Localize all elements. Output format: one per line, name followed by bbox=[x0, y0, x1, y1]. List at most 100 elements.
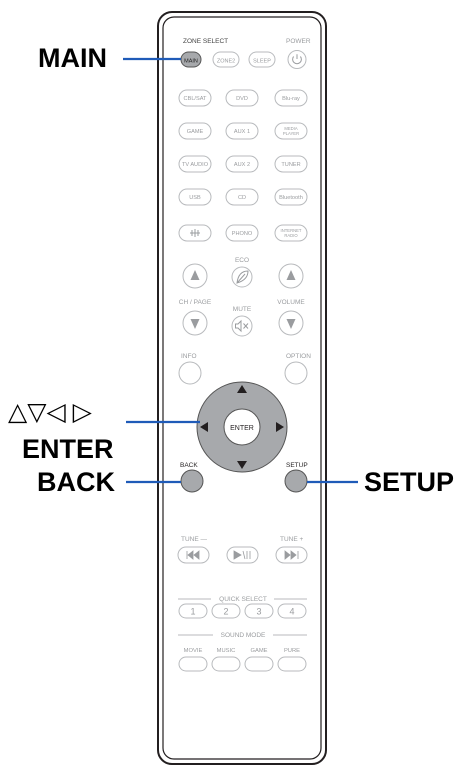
tune-plus-label: TUNE + bbox=[280, 536, 304, 543]
source-button-label: AUX 2 bbox=[234, 162, 250, 168]
setup-callout-label: SETUP bbox=[364, 467, 455, 497]
option-button[interactable] bbox=[284, 361, 308, 385]
volume-label: VOLUME bbox=[277, 299, 305, 306]
source-button-label: TUNER bbox=[281, 162, 300, 168]
previous-button[interactable] bbox=[177, 546, 210, 564]
source-button-label: CD bbox=[238, 195, 246, 201]
cursor-down-icon[interactable] bbox=[237, 461, 247, 469]
sleep-button-label: SLEEP bbox=[253, 59, 271, 65]
sound-mode-button-movie[interactable]: MOVIE bbox=[178, 648, 208, 672]
sound-mode-button-label: MOVIE bbox=[184, 648, 203, 654]
quick-select-button-label: 3 bbox=[256, 607, 261, 617]
source-button-label: CBL/SAT bbox=[184, 96, 207, 102]
play-pause-button[interactable] bbox=[226, 546, 259, 564]
back-callout-label: BACK bbox=[37, 467, 115, 497]
source-button-label: Bluetooth bbox=[279, 195, 303, 201]
skip-back-icon bbox=[186, 550, 200, 560]
cursor-up-icon[interactable] bbox=[237, 385, 247, 393]
zone-select-label: ZONE SELECT bbox=[183, 38, 228, 45]
up-arrow-icon bbox=[286, 270, 296, 280]
quick-select-row: 1 2 3 4 bbox=[178, 603, 307, 619]
quick-select-button-4[interactable]: 4 bbox=[277, 603, 307, 619]
option-label: OPTION bbox=[286, 353, 311, 360]
back-button[interactable] bbox=[180, 469, 204, 493]
power-label: POWER bbox=[286, 38, 311, 45]
source-button-dvd[interactable]: DVD bbox=[225, 89, 259, 107]
enter-callout-label: ENTER bbox=[22, 434, 114, 464]
source-button-usb[interactable]: USB bbox=[178, 188, 212, 206]
play-pause-icon bbox=[233, 550, 251, 560]
source-button-phono[interactable]: PHONO bbox=[225, 224, 259, 242]
cursor-left-icon[interactable] bbox=[200, 422, 208, 432]
sound-mode-label: SOUND MODE bbox=[221, 632, 266, 639]
up-arrow-icon bbox=[190, 270, 200, 280]
enter-button-label: ENTER bbox=[230, 425, 254, 432]
power-icon bbox=[292, 56, 302, 65]
quick-select-button-3[interactable]: 3 bbox=[244, 603, 274, 619]
source-button-label: PHONO bbox=[232, 231, 253, 237]
cursor-arrows-callout-label: △▽◁ ▷ bbox=[8, 398, 92, 426]
quick-select-label: QUICK SELECT bbox=[219, 596, 267, 603]
mute-button[interactable] bbox=[231, 315, 253, 337]
source-button-aux-1[interactable]: AUX 1 bbox=[225, 122, 259, 140]
source-button-bluetooth[interactable]: Bluetooth bbox=[274, 188, 308, 206]
main-button-label: MAIN bbox=[184, 59, 198, 65]
mute-icon bbox=[235, 319, 249, 333]
sound-mode-button-label: GAME bbox=[250, 648, 267, 654]
skip-forward-icon bbox=[284, 550, 299, 560]
ch-page-label: CH / PAGE bbox=[179, 299, 212, 306]
source-button-tuner[interactable]: TUNER bbox=[274, 155, 308, 173]
power-button[interactable] bbox=[287, 50, 307, 69]
sound-mode-button-pure[interactable]: PURE bbox=[277, 648, 307, 672]
volume-down-button[interactable] bbox=[278, 310, 304, 336]
mute-label: MUTE bbox=[233, 306, 252, 313]
sound-mode-button-game[interactable]: GAME bbox=[244, 648, 274, 672]
leaf-icon bbox=[236, 270, 249, 284]
source-button-label: GAME bbox=[187, 129, 204, 135]
source-button-game[interactable]: GAME bbox=[178, 122, 212, 140]
source-button-tv-audio[interactable]: TV AUDIO bbox=[178, 155, 212, 173]
eco-button[interactable] bbox=[231, 266, 253, 288]
source-button-blu-ray[interactable]: Blu-ray bbox=[274, 89, 308, 107]
info-button[interactable] bbox=[178, 361, 202, 385]
source-button-label: Blu-ray bbox=[282, 96, 300, 102]
ch-page-down-button[interactable] bbox=[182, 310, 208, 336]
ch-page-up-button[interactable] bbox=[182, 263, 208, 289]
sleep-button[interactable]: SLEEP bbox=[248, 51, 276, 68]
source-button-label: TV AUDIO bbox=[182, 162, 209, 168]
source-button-blank-4-0[interactable] bbox=[178, 224, 212, 242]
network-icon bbox=[190, 229, 200, 237]
sound-mode-button-label: PURE bbox=[284, 648, 300, 654]
main-callout-label: MAIN bbox=[38, 43, 107, 73]
info-label: INFO bbox=[181, 353, 197, 360]
remote-body-inner bbox=[162, 16, 322, 760]
source-button-cbl-sat[interactable]: CBL/SAT bbox=[178, 89, 212, 107]
quick-select-button-1[interactable]: 1 bbox=[178, 603, 208, 619]
sound-mode-button-music[interactable]: MUSIC bbox=[211, 648, 241, 672]
setup-button[interactable] bbox=[284, 469, 308, 493]
source-button-label: INTERNET bbox=[281, 228, 302, 233]
quick-select-button-label: 1 bbox=[190, 607, 195, 617]
sound-mode-row: MOVIE MUSIC GAME PURE bbox=[178, 648, 307, 672]
quick-select-button-label: 2 bbox=[223, 607, 228, 617]
next-button[interactable] bbox=[275, 546, 308, 564]
down-arrow-icon bbox=[286, 319, 296, 329]
source-button-label: MEDIA bbox=[284, 126, 297, 131]
source-button-label: USB bbox=[189, 195, 201, 201]
tune-minus-label: TUNE — bbox=[181, 536, 208, 543]
cursor-right-icon[interactable] bbox=[276, 422, 284, 432]
quick-select-button-2[interactable]: 2 bbox=[211, 603, 241, 619]
main-button[interactable]: MAIN bbox=[180, 51, 202, 68]
volume-up-button[interactable] bbox=[278, 263, 304, 289]
source-button-label: PLAYER bbox=[283, 131, 299, 136]
source-button-aux-2[interactable]: AUX 2 bbox=[225, 155, 259, 173]
enter-button[interactable]: ENTER bbox=[223, 408, 261, 446]
source-button-cd[interactable]: CD bbox=[225, 188, 259, 206]
zone2-button[interactable]: ZONE2 bbox=[212, 51, 240, 68]
setup-label: SETUP bbox=[286, 462, 308, 469]
source-button-label: DVD bbox=[236, 96, 248, 102]
